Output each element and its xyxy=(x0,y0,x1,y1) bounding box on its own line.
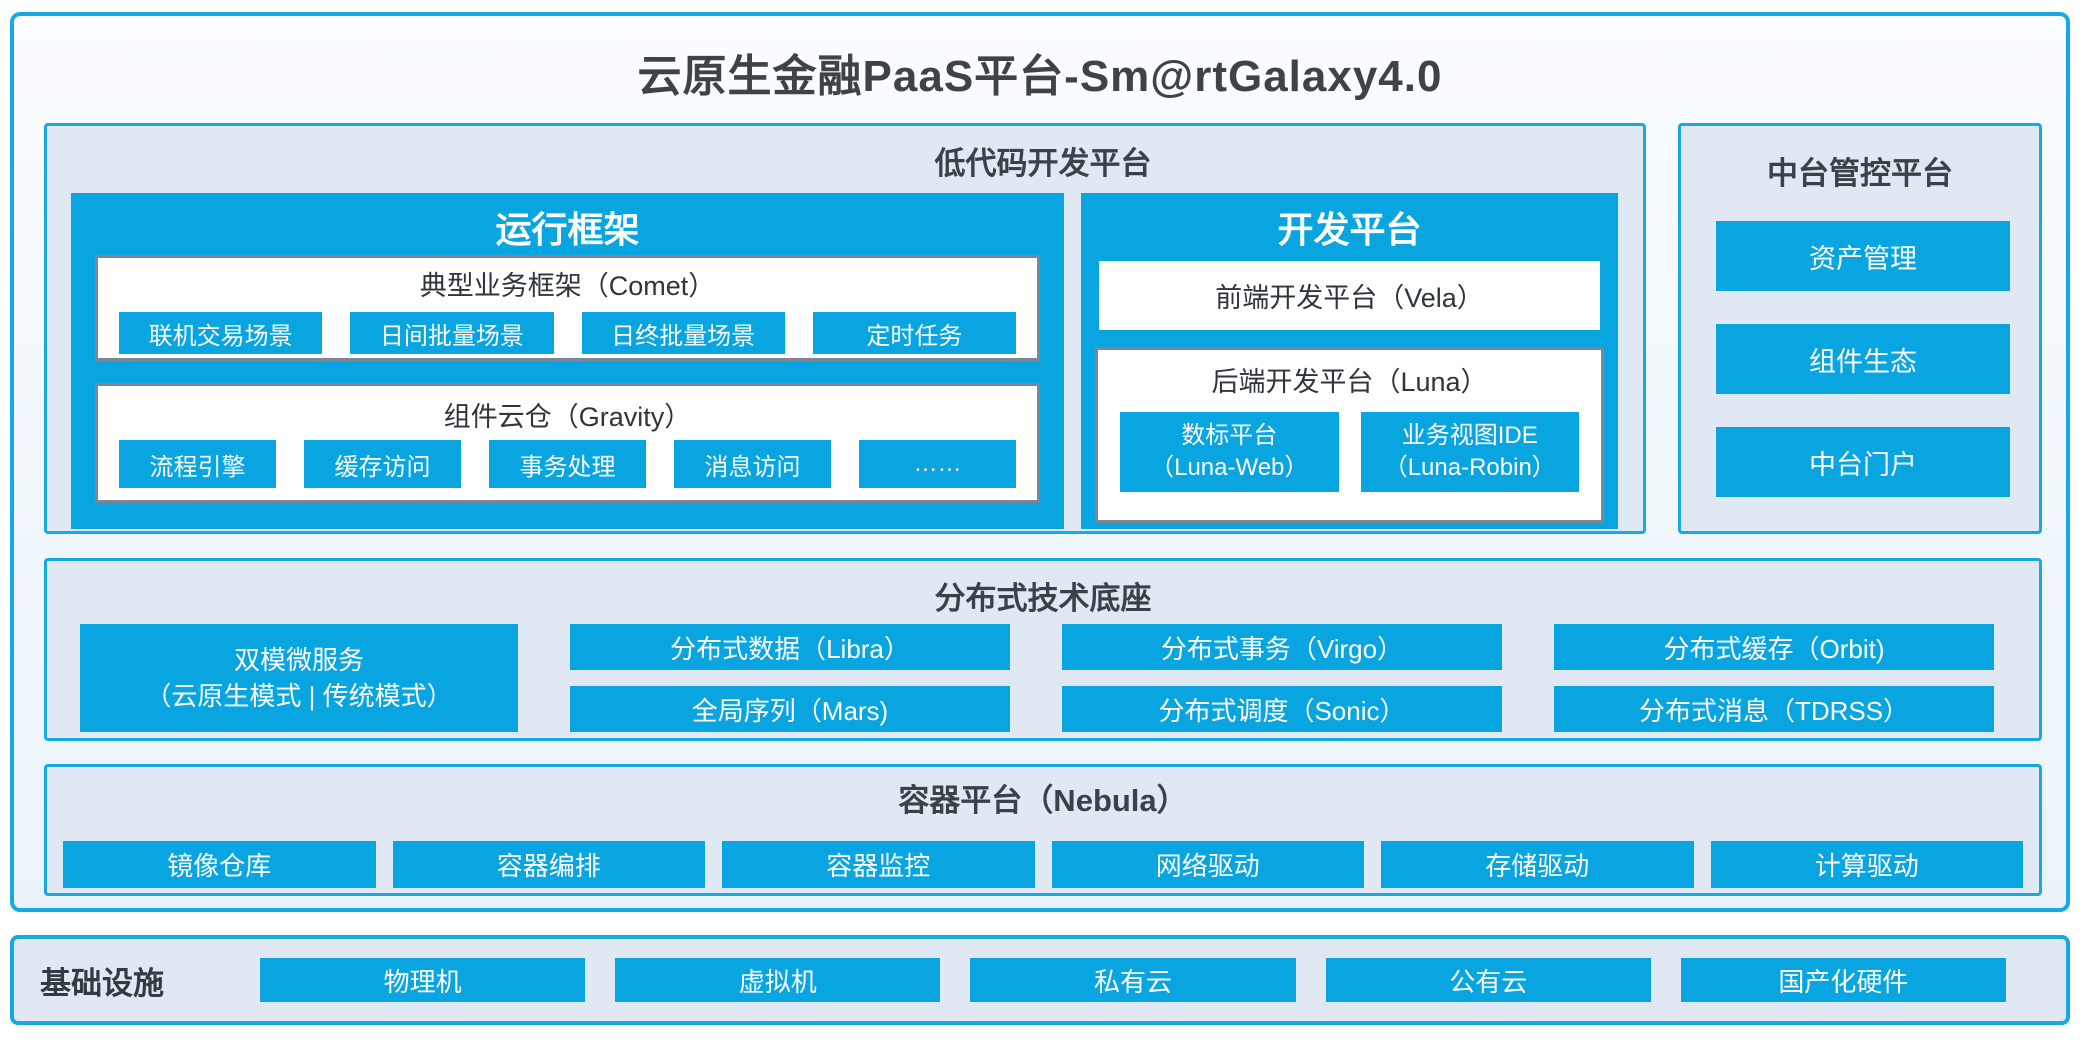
comet-item-daytime-batch: 日间批量场景 xyxy=(350,312,554,354)
infrastructure-item-private-cloud: 私有云 xyxy=(970,958,1296,1002)
container-item-storage-driver: 存储驱动 xyxy=(1381,841,1694,888)
distributed-base-panel: 分布式技术底座 双模微服务 （云原生模式 | 传统模式） 分布式数据（Libra… xyxy=(44,558,2042,741)
comet-item-scheduled-task: 定时任务 xyxy=(812,312,1016,354)
midplatform-control-panel: 中台管控平台 资产管理 组件生态 中台门户 xyxy=(1678,123,2042,534)
gravity-warehouse-box: 组件云仓（Gravity） 流程引擎 缓存访问 事务处理 消息访问 …… xyxy=(95,383,1040,503)
distributed-column-cache: 分布式缓存（Orbit) 分布式消息（TDRSS） xyxy=(1554,624,1994,748)
container-platform-panel: 容器平台（Nebula） 镜像仓库 容器编排 容器监控 网络驱动 存储驱动 计算… xyxy=(44,764,2042,896)
luna-robin-item: 业务视图IDE （Luna-Robin） xyxy=(1360,412,1579,492)
gravity-warehouse-title: 组件云仓（Gravity） xyxy=(443,402,692,432)
infrastructure-item-virtual-machine: 虚拟机 xyxy=(615,958,941,1002)
midplatform-control-title: 中台管控平台 xyxy=(1767,156,1953,191)
infrastructure-panel: 基础设施 物理机 虚拟机 私有云 公有云 国产化硬件 xyxy=(10,935,2070,1025)
midplatform-item-asset-mgmt: 资产管理 xyxy=(1716,221,2010,291)
distributed-item-orbit: 分布式缓存（Orbit) xyxy=(1554,624,1994,670)
runtime-framework-title: 运行框架 xyxy=(495,209,640,250)
luna-web-item: 数标平台 （Luna-Web） xyxy=(1120,412,1339,492)
vela-frontend-box: 前端开发平台（Vela） xyxy=(1099,261,1600,330)
gravity-item-process-engine: 流程引擎 xyxy=(119,440,276,488)
gravity-item-message-access: 消息访问 xyxy=(674,440,831,488)
midplatform-item-portal: 中台门户 xyxy=(1716,427,2010,497)
gravity-item-row: 流程引擎 缓存访问 事务处理 消息访问 …… xyxy=(98,440,1037,488)
distributed-column-transaction: 分布式事务（Virgo） 分布式调度（Sonic） xyxy=(1062,624,1502,748)
distributed-base-title: 分布式技术底座 xyxy=(934,581,1152,616)
container-item-image-registry: 镜像仓库 xyxy=(63,841,376,888)
luna-backend-box: 后端开发平台（Luna） 数标平台 （Luna-Web） 业务视图IDE （Lu… xyxy=(1095,347,1604,523)
container-item-compute-driver: 计算驱动 xyxy=(1710,841,2023,888)
comet-item-endofday-batch: 日终批量场景 xyxy=(581,312,785,354)
dual-mode-modes: （云原生模式 | 传统模式） xyxy=(145,681,453,711)
lowcode-platform-panel: 低代码开发平台 运行框架 典型业务框架（Comet） 联机交易场景 日间批量场景… xyxy=(44,123,1646,534)
luna-web-item-name: 数标平台 xyxy=(1181,422,1278,450)
infrastructure-item-public-cloud: 公有云 xyxy=(1325,958,1651,1002)
dual-mode-name: 双模微服务 xyxy=(233,644,364,675)
gravity-item-cache-access: 缓存访问 xyxy=(304,440,461,488)
midplatform-item-component-eco: 组件生态 xyxy=(1716,324,2010,394)
luna-item-row: 数标平台 （Luna-Web） 业务视图IDE （Luna-Robin） xyxy=(1098,412,1601,492)
infrastructure-item-domestic-hardware: 国产化硬件 xyxy=(1680,958,2007,1002)
distributed-column-data: 分布式数据（Libra） 全局序列（Mars) xyxy=(570,624,1010,748)
container-item-orchestration: 容器编排 xyxy=(392,841,705,888)
distributed-item-virgo: 分布式事务（Virgo） xyxy=(1062,624,1502,670)
container-platform-title: 容器平台（Nebula） xyxy=(898,783,1188,818)
luna-robin-item-name: 业务视图IDE xyxy=(1401,422,1538,450)
luna-robin-item-code: （Luna-Robin） xyxy=(1383,454,1556,481)
gravity-item-more: …… xyxy=(859,440,1016,488)
infrastructure-item-physical-machine: 物理机 xyxy=(260,958,586,1002)
luna-web-item-code: （Luna-Web） xyxy=(1150,454,1309,481)
comet-item-row: 联机交易场景 日间批量场景 日终批量场景 定时任务 xyxy=(98,312,1037,354)
lowcode-platform-title: 低代码开发平台 xyxy=(934,146,1152,181)
container-item-row: 镜像仓库 容器编排 容器监控 网络驱动 存储驱动 计算驱动 xyxy=(47,841,2039,888)
page-title: 云原生金融PaaS平台-Sm@rtGalaxy4.0 xyxy=(637,52,1443,101)
dual-mode-microservice-item: 双模微服务 （云原生模式 | 传统模式） xyxy=(80,624,518,732)
comet-item-online-trade: 联机交易场景 xyxy=(119,312,323,354)
comet-framework-box: 典型业务框架（Comet） 联机交易场景 日间批量场景 日终批量场景 定时任务 xyxy=(95,255,1040,361)
container-item-monitoring: 容器监控 xyxy=(722,841,1035,888)
distributed-item-mars: 全局序列（Mars) xyxy=(570,686,1010,732)
gravity-item-transaction: 事务处理 xyxy=(489,440,646,488)
container-item-network-driver: 网络驱动 xyxy=(1051,841,1364,888)
platform-container: 云原生金融PaaS平台-Sm@rtGalaxy4.0 低代码开发平台 运行框架 … xyxy=(10,12,2070,912)
distributed-item-tdrss: 分布式消息（TDRSS） xyxy=(1554,686,1994,732)
distributed-item-libra: 分布式数据（Libra） xyxy=(570,624,1010,670)
comet-framework-title: 典型业务框架（Comet） xyxy=(419,271,716,301)
luna-backend-title: 后端开发平台（Luna） xyxy=(1211,367,1488,397)
infrastructure-title: 基础设施 xyxy=(40,965,164,1001)
dev-platform-panel: 开发平台 前端开发平台（Vela） 后端开发平台（Luna） 数标平台 （Lun… xyxy=(1081,193,1618,529)
runtime-framework-panel: 运行框架 典型业务框架（Comet） 联机交易场景 日间批量场景 日终批量场景 … xyxy=(71,193,1064,529)
dev-platform-title: 开发平台 xyxy=(1277,209,1422,250)
distributed-item-sonic: 分布式调度（Sonic） xyxy=(1062,686,1502,732)
vela-frontend-title: 前端开发平台（Vela） xyxy=(1215,283,1484,313)
